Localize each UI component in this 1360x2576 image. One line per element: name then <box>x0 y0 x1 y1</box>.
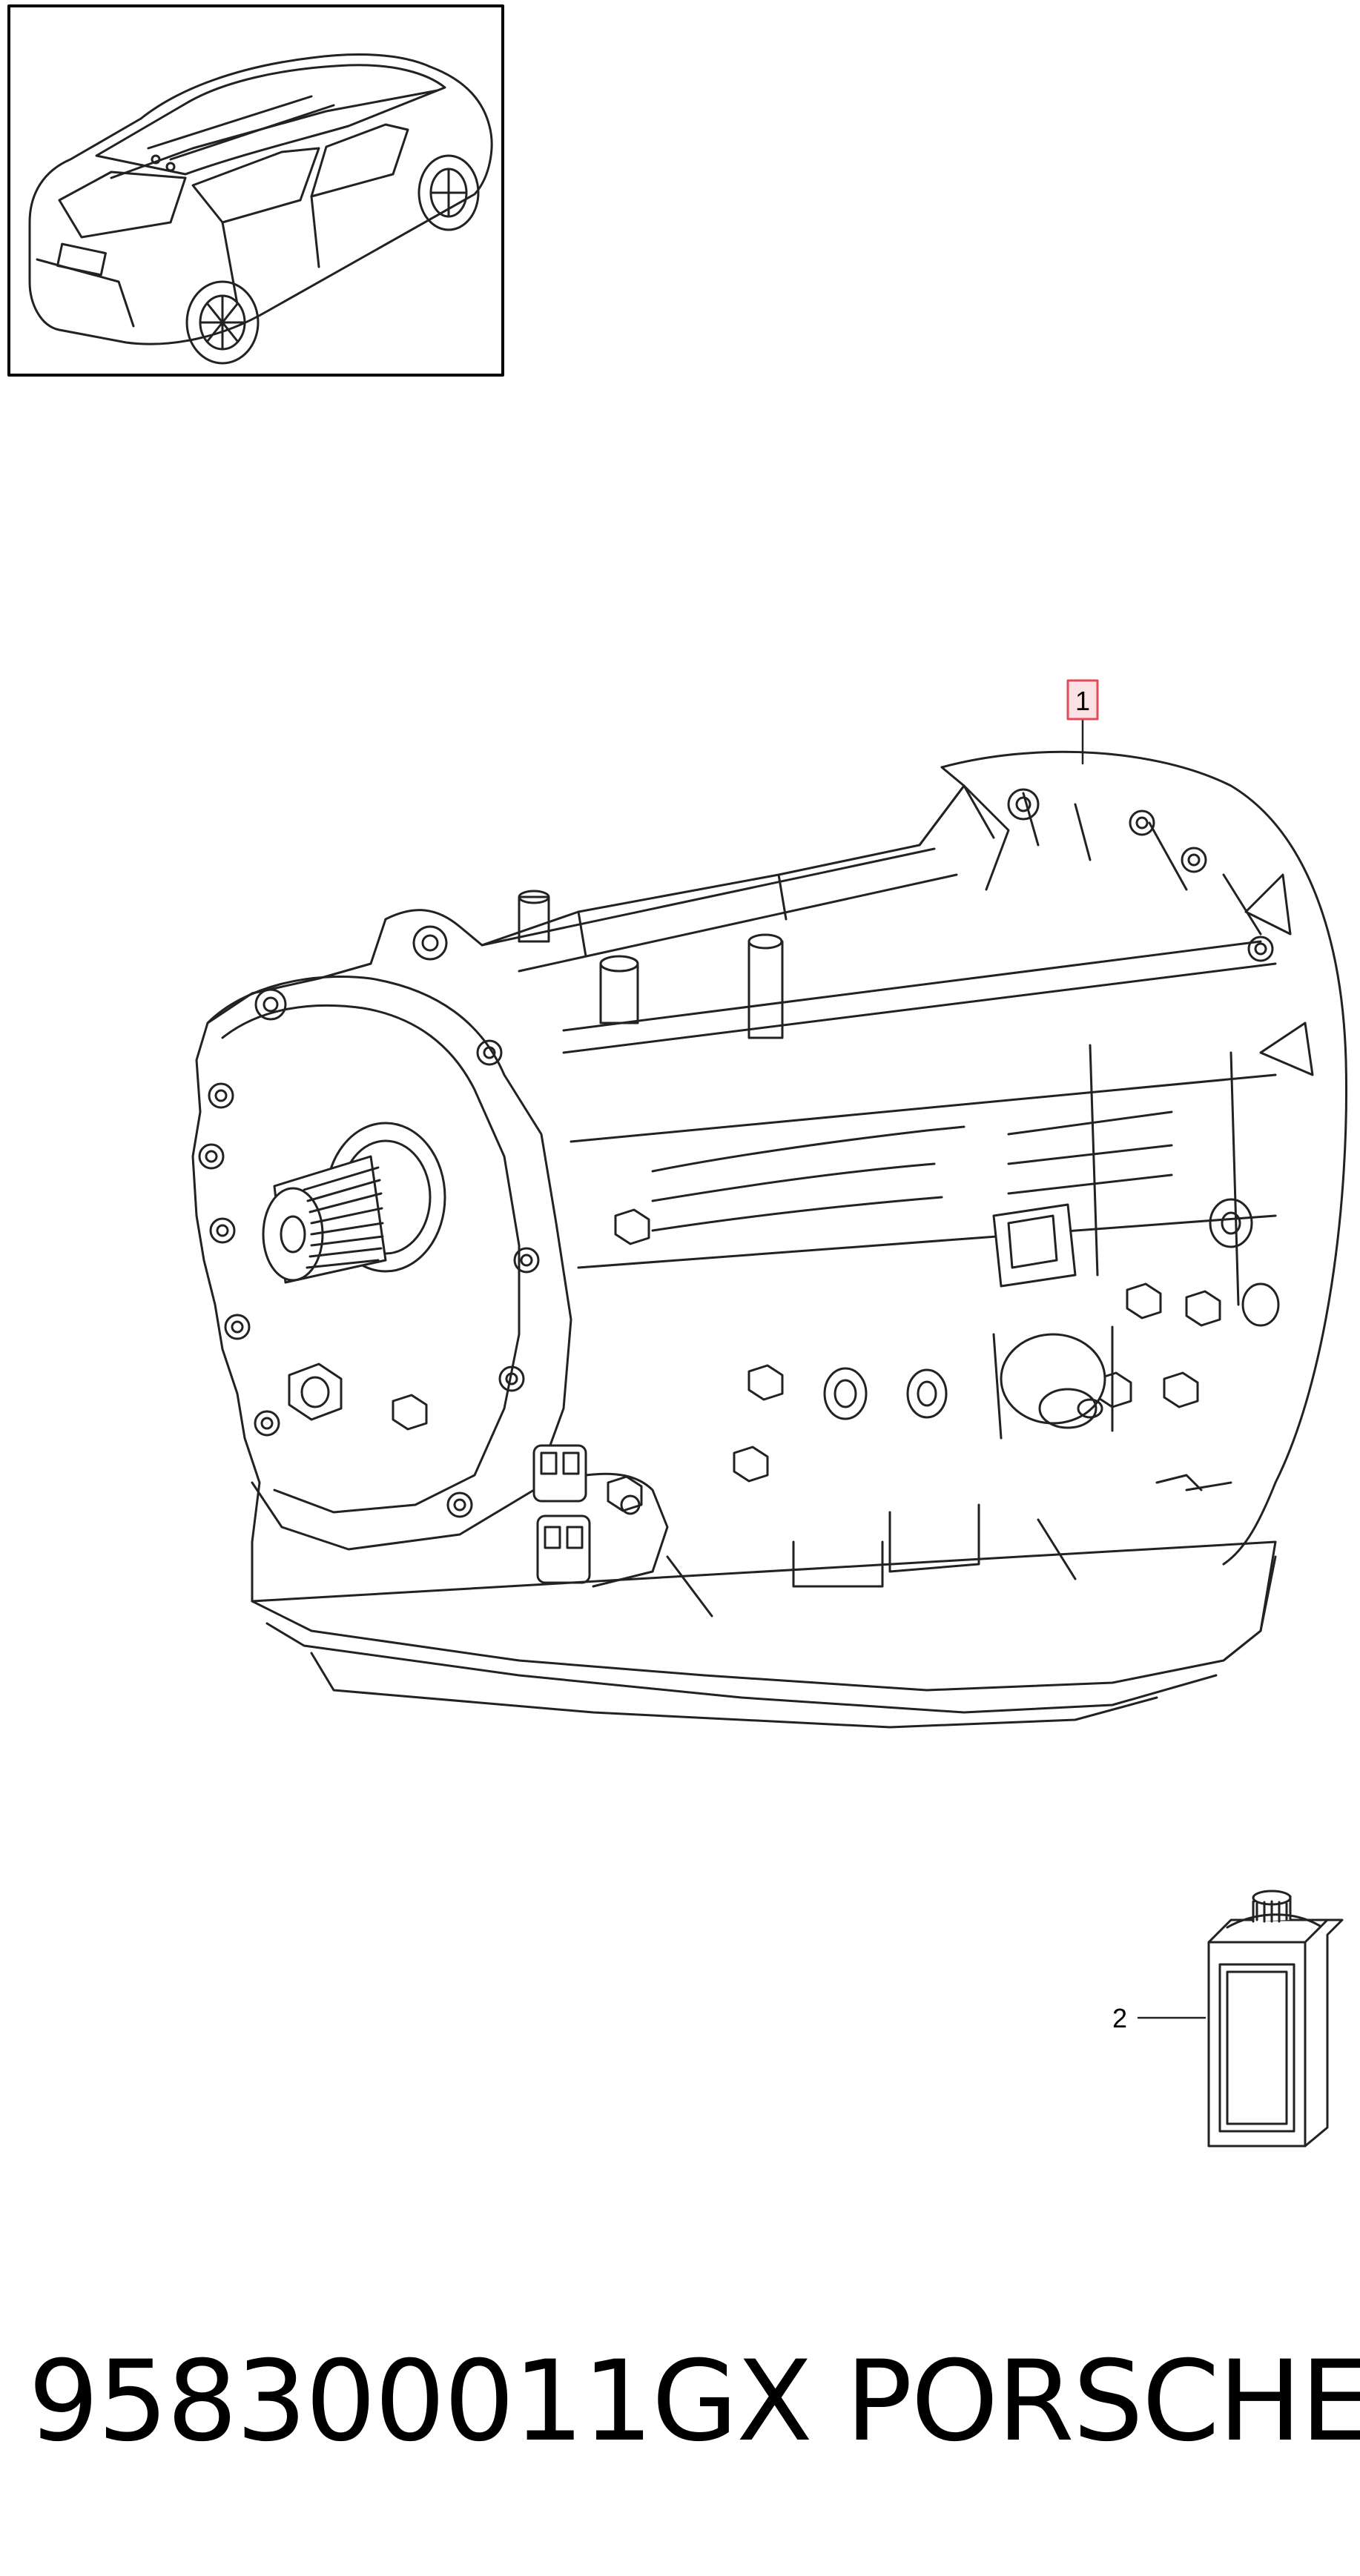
position-sensor <box>992 1203 1114 1440</box>
callout-2[interactable]: 2 <box>1112 2003 1206 2033</box>
callout-2-label: 2 <box>1112 2003 1127 2033</box>
transmission-assembly <box>191 718 1348 1729</box>
solenoid-connectors <box>532 1444 669 1588</box>
footer: 958300011GX PORSCHE <box>0 2317 1360 2465</box>
part-number: 958300011GX <box>28 2337 813 2466</box>
callout-1[interactable]: 1 <box>1066 679 1099 721</box>
top-boss <box>599 933 784 1039</box>
vent-stub <box>518 890 550 943</box>
vehicle-thumbnail <box>7 4 504 377</box>
fluid-bottle <box>1207 1890 1344 2148</box>
output-shaft <box>262 1122 446 1284</box>
callout-1-label: 1 <box>1075 686 1090 716</box>
body-bolts <box>392 1208 1221 1512</box>
car-icon <box>28 53 493 365</box>
brand-name: PORSCHE <box>845 2337 1360 2466</box>
oil-pan <box>251 1474 1277 1729</box>
drain-plug <box>288 1363 343 1421</box>
flange-bolts <box>198 925 540 1518</box>
